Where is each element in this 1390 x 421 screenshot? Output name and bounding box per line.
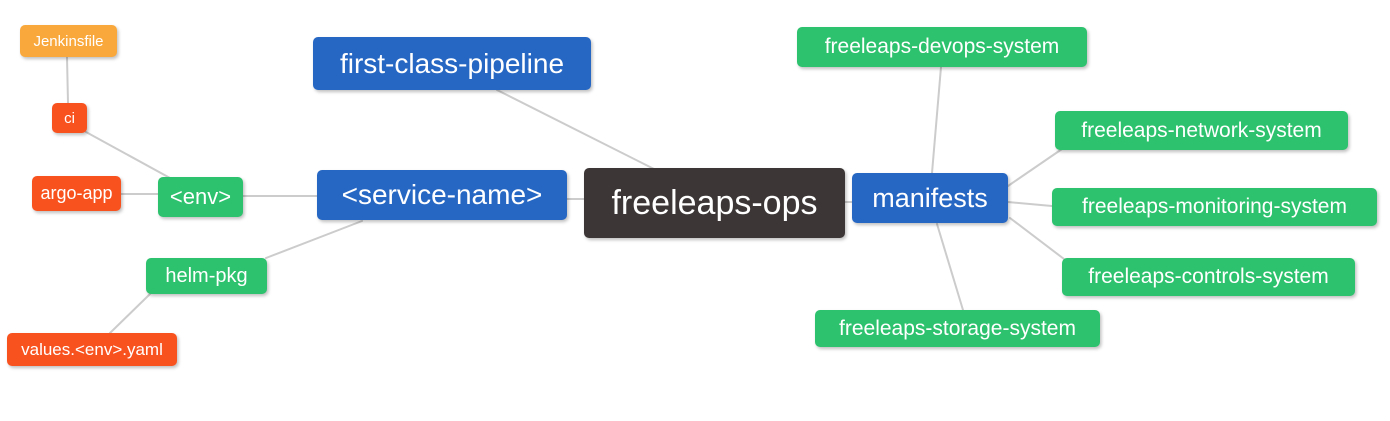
- node-argo-app[interactable]: argo-app: [32, 176, 121, 211]
- edge-helmpkg-values: [109, 293, 151, 334]
- edge-jenkinsfile-ci: [66, 56, 69, 104]
- node-freeleaps-devops-system[interactable]: freeleaps-devops-system: [797, 27, 1087, 67]
- node-freeleaps-monitoring-system[interactable]: freeleaps-monitoring-system: [1052, 188, 1377, 226]
- node-freeleaps-ops[interactable]: freeleaps-ops: [584, 168, 845, 238]
- edge-manifests-controls: [1009, 217, 1065, 260]
- node-first-class-pipeline[interactable]: first-class-pipeline: [313, 37, 591, 90]
- edge-pipeline-root: [496, 89, 657, 171]
- edge-ci-env: [85, 131, 171, 179]
- node-env[interactable]: <env>: [158, 177, 243, 217]
- node-helm-pkg[interactable]: helm-pkg: [146, 258, 267, 294]
- node-manifests[interactable]: manifests: [852, 173, 1008, 223]
- edge-manifests-storage: [936, 223, 964, 311]
- edge-manifests-devops: [931, 66, 942, 174]
- node-service-name[interactable]: <service-name>: [317, 170, 567, 220]
- node-freeleaps-storage-system[interactable]: freeleaps-storage-system: [815, 310, 1100, 347]
- node-ci[interactable]: ci: [52, 103, 87, 133]
- node-freeleaps-network-system[interactable]: freeleaps-network-system: [1055, 111, 1348, 150]
- node-freeleaps-controls-system[interactable]: freeleaps-controls-system: [1062, 258, 1355, 296]
- edge-manifests-network: [1007, 148, 1063, 187]
- node-values-env-yaml[interactable]: values.<env>.yaml: [7, 333, 177, 366]
- edge-manifests-monitoring: [1007, 201, 1053, 207]
- edge-servicename-helmpkg: [265, 220, 363, 259]
- node-jenkinsfile[interactable]: Jenkinsfile: [20, 25, 117, 57]
